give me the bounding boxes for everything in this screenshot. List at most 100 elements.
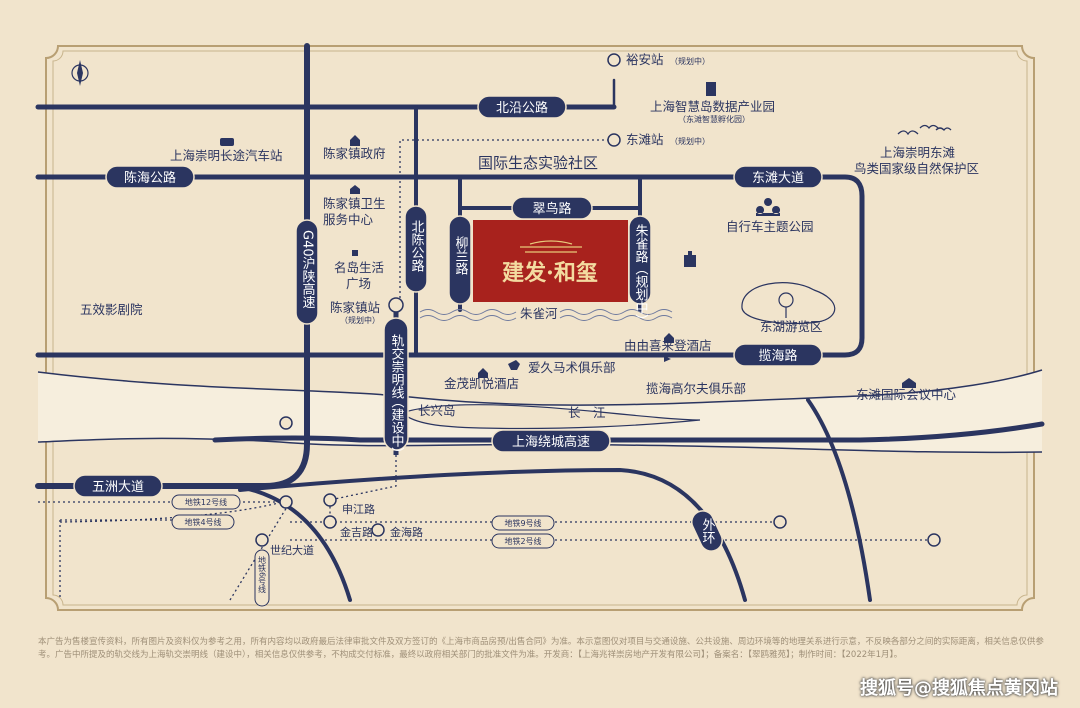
watermark: 搜狐号@搜狐焦点黄冈站 <box>860 678 1058 699</box>
metro-pill-l2: 地铁2号线 <box>491 533 555 549</box>
svg-text:东滩大道: 东滩大道 <box>752 171 804 186</box>
station-l12-icon[interactable] <box>279 495 293 509</box>
lakepark-icon <box>741 282 836 325</box>
project-name: 建发·和玺 <box>502 260 598 286</box>
svg-text:朱雀路: 朱雀路 <box>633 224 649 263</box>
decorative-frame-inner <box>52 50 1028 606</box>
poi-wetland-2: 鸟类国家级自然保护区 <box>854 161 979 176</box>
station-chenjia-note: （规划中） <box>340 315 380 325</box>
poi-gov: 陈家镇政府 <box>323 146 386 161</box>
station-chenjia-icon[interactable] <box>388 297 404 313</box>
station-shiji-icon[interactable] <box>255 533 269 547</box>
poi-wetland-1: 上海崇明东滩 <box>880 145 955 160</box>
poi-hotel1: 由由喜来登酒店 <box>624 338 712 353</box>
rail-chongming-south <box>329 455 397 520</box>
station-jinhai-icon[interactable] <box>371 523 385 537</box>
disclaimer-text: 本广告为售楼宣传资料，所有图片及资料仅为参考之用，所有内容均以政府最后法律审批文… <box>38 637 1044 660</box>
road-pill-zhuque: 朱雀路 （规划中） <box>628 215 652 327</box>
road-pill-g40: G40沪陕高速 <box>295 219 319 325</box>
road-pill-beichen: 北陈公路 <box>404 205 428 293</box>
bus-icon <box>220 138 234 146</box>
station-jinji-label: 金吉路 <box>340 525 373 539</box>
metro-pill-l6: 地铁6号线 <box>254 549 270 607</box>
svg-text:地铁4号线: 地铁4号线 <box>184 517 221 527</box>
station-shenjiang-label: 申江路 <box>342 503 375 516</box>
poi-cinema: 五效影剧院 <box>80 302 143 317</box>
hotel2-icon <box>478 368 488 378</box>
road-pill-beiyan: 北沿公路 <box>477 95 567 119</box>
poi-golf: 揽海高尔夫俱乐部 <box>646 381 746 396</box>
poi-island: 长兴岛 <box>418 403 456 418</box>
svg-text:（规划中）: （规划中） <box>633 262 649 327</box>
road-dongtan <box>787 174 865 358</box>
zhuque-river-waves <box>419 309 673 315</box>
svg-text:上海绕城高速: 上海绕城高速 <box>512 434 590 450</box>
poi-plaza-2: 广场 <box>346 276 371 291</box>
station-chenjia-label: 陈家镇站 <box>330 300 380 315</box>
road-pill-waihuan: 外环 <box>691 510 723 552</box>
svg-text:外环: 外环 <box>700 518 716 544</box>
poi-bus: 上海崇明长途汽车站 <box>170 148 283 163</box>
station-dongtan-note: （规划中） <box>670 136 710 146</box>
metro-pill-l4: 地铁4号线 <box>171 514 235 530</box>
health-icon <box>350 185 360 194</box>
station-jinhai-label: 金海路 <box>390 525 423 539</box>
project-block[interactable] <box>473 220 628 302</box>
road-ring <box>212 421 1045 443</box>
river-bank-top <box>37 369 1043 406</box>
golf-icon <box>664 356 671 366</box>
river-bank-bottom <box>37 437 1043 454</box>
svg-text:北陈公路: 北陈公路 <box>409 220 425 272</box>
road-pill-wuzhou: 五洲大道 <box>73 474 163 498</box>
road-pill-dongtan: 东滩大道 <box>733 165 823 189</box>
poi-plaza-1: 名岛生活 <box>334 260 384 275</box>
station-yuan-label: 裕安站 <box>626 52 664 67</box>
poi-health-2: 服务中心 <box>323 212 374 227</box>
rail-chongming-label: 轨交崇明线 <box>389 334 405 399</box>
poi-eco: 国际生态实验社区 <box>478 154 598 172</box>
rail-chongming-dotted <box>399 139 614 300</box>
road-lanhai-loop <box>806 398 872 602</box>
plaza-icon <box>352 250 358 256</box>
poi-datapark-note: （东滩智慧孵化园） <box>678 114 750 124</box>
conference-icon <box>902 378 916 388</box>
rail-chongming-note: （建设中） <box>389 395 405 460</box>
horse-icon <box>508 360 520 370</box>
road-pill-ring: 上海绕城高速 <box>491 429 611 453</box>
poi-lakepark: 东湖游览区 <box>760 319 823 334</box>
station-shenjiang-icon[interactable] <box>323 493 337 507</box>
changxing-island <box>400 403 701 430</box>
hotel1-icon <box>664 333 674 343</box>
svg-text:翠鸟路: 翠鸟路 <box>532 201 571 217</box>
metro-pill-l9: 地铁9号线 <box>491 515 555 531</box>
station-dongtan-label: 东滩站 <box>626 132 664 147</box>
compass-icon <box>71 60 89 86</box>
station-ring-left-icon[interactable] <box>279 416 293 430</box>
svg-text:地铁2号线: 地铁2号线 <box>504 536 541 546</box>
svg-text:地铁9号线: 地铁9号线 <box>504 518 541 528</box>
birds-icon <box>897 124 952 136</box>
bikepark-icon <box>756 198 781 216</box>
svg-text:揽海路: 揽海路 <box>758 348 797 364</box>
station-jinji-icon[interactable] <box>323 515 337 529</box>
station-l9-end-icon[interactable] <box>773 515 787 529</box>
svg-text:地铁6号线: 地铁6号线 <box>258 555 267 593</box>
svg-text:五洲大道: 五洲大道 <box>92 480 144 495</box>
poi-conference: 东滩国际会议中心 <box>856 387 957 402</box>
road-pill-chenhai: 陈海公路 <box>105 165 195 189</box>
station-yuan-icon[interactable] <box>607 53 621 67</box>
poi-yangtze: 长 江 <box>568 405 606 420</box>
svg-text:柳兰路: 柳兰路 <box>453 236 469 275</box>
metro-pill-l12: 地铁12号线 <box>171 494 241 510</box>
poi-bikepark: 自行车主题公园 <box>726 219 814 234</box>
poi-datapark: 上海智慧岛数据产业园 <box>650 99 775 114</box>
station-dongtan-icon[interactable] <box>607 133 621 147</box>
zhuque-river-waves-2 <box>419 315 673 321</box>
road-pill-lanhai: 揽海路 <box>733 343 823 367</box>
svg-text:陈海公路: 陈海公路 <box>124 170 176 186</box>
decorative-frame <box>45 45 1035 611</box>
poi-equestrian: 爱久马术俱乐部 <box>528 360 616 375</box>
svg-text:北沿公路: 北沿公路 <box>496 100 548 116</box>
station-l2-end-icon[interactable] <box>927 533 941 547</box>
